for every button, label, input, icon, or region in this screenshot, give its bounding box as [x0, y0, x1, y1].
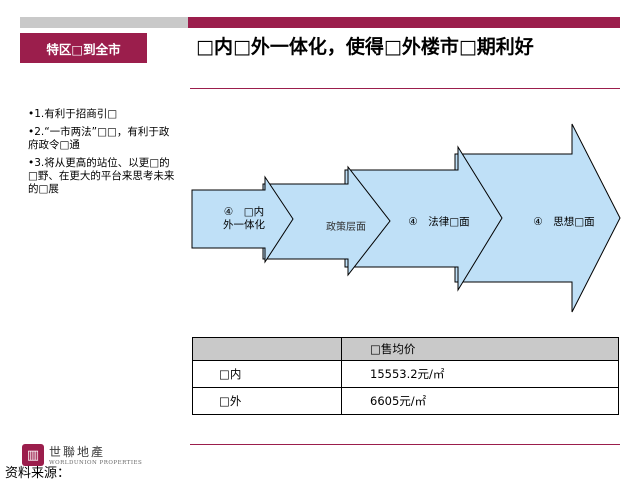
table-cell-area: □外 [192, 387, 342, 415]
arrow-label-ideology: ④ 思想□面 [533, 216, 595, 228]
arrow-stage-4 [454, 123, 621, 313]
table-header-row: □售均价 [192, 337, 619, 361]
table-cell-area: □内 [192, 360, 342, 388]
logo-chinese-name: 世聯地產 [49, 445, 106, 459]
header-bar-gray [20, 17, 188, 28]
logo-english-name: WORLDUNION PROPERTIES [49, 460, 143, 466]
arrow-label-line: 外一体化 [223, 219, 265, 231]
building-logo-icon: ▥ [22, 444, 44, 466]
page-title: □内□外一体化，使得□外楼市□期利好 [196, 36, 534, 58]
arrow-label-integration: ④ □内 外一体化 [214, 206, 274, 232]
title-divider [190, 88, 620, 89]
table-cell-price: 6605元/㎡ [341, 387, 619, 415]
arrow-stage-3 [344, 145, 503, 292]
arrow-stage-2 [262, 165, 391, 277]
table-header-cell: □售均价 [341, 337, 619, 361]
table-cell-price: 15553.2元/㎡ [341, 360, 619, 388]
price-table: □售均价 □内 15553.2元/㎡ □外 6605元/㎡ [192, 337, 619, 415]
footer-divider [190, 444, 620, 445]
table-row: □外 6605元/㎡ [192, 387, 619, 415]
table-row: □内 15553.2元/㎡ [192, 360, 619, 388]
table-header-cell [192, 337, 342, 361]
bullet-list: •1.有利于招商引□ •2.“一市两法”□□，有利于政府政令□通 •3.将从更高… [28, 108, 176, 201]
bullet-item: •1.有利于招商引□ [28, 108, 118, 120]
source-note: 资料来源： [5, 466, 71, 481]
bullet-item: •2.“一市两法”□□，有利于政府政令□通 [28, 126, 170, 151]
arrow-label-line: ④ □内 [223, 206, 265, 218]
bullet-item: •3.将从更高的站位、以更□的□野、在更大的平台来思考未来的□展 [28, 157, 175, 195]
section-tag: 特区□到全市 [20, 33, 147, 63]
arrow-label-legal: ④ 法律□面 [408, 216, 470, 228]
arrow-stage-1 [191, 175, 294, 264]
header-bar-accent [188, 17, 620, 28]
arrow-label-policy: 政策层面 [326, 222, 366, 233]
